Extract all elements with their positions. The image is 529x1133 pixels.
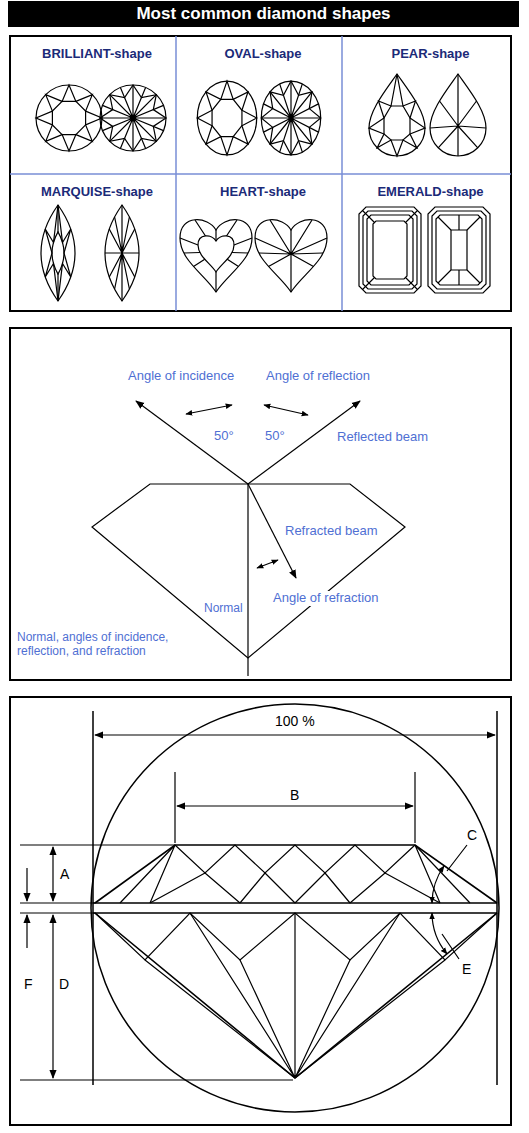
shapes-panel-part-part bbox=[432, 211, 486, 289]
refraction-panel-part bbox=[136, 401, 248, 484]
shapes-panel-part bbox=[359, 207, 421, 293]
shape-label: OVAL-shape bbox=[176, 47, 350, 62]
shapes-panel-part-part bbox=[438, 215, 480, 285]
shapes-panel-part-part bbox=[451, 230, 467, 270]
proportions-panel-part bbox=[95, 913, 497, 1078]
shapes-panel-part-part bbox=[428, 207, 490, 293]
shape-cell: MARQUISE-shape bbox=[10, 174, 184, 311]
beam-label: Reflected beam bbox=[336, 430, 429, 445]
proportions-panel-part bbox=[145, 913, 445, 1078]
shapes-panel-part-part bbox=[45, 205, 71, 301]
shapes-panel-part-part bbox=[436, 215, 482, 285]
proportions-panel-part bbox=[10, 697, 511, 1125]
dimension-label: C bbox=[466, 827, 478, 843]
shapes-panel-part-part bbox=[255, 220, 327, 292]
shapes-panel-part-part bbox=[105, 205, 139, 301]
angle-label: Angle of incidence bbox=[127, 369, 235, 384]
shape-cell: OVAL-shape bbox=[176, 36, 350, 174]
proportions-panel-part bbox=[26, 868, 27, 901]
shapes-panel-part-part bbox=[430, 74, 486, 156]
refraction-panel-part bbox=[186, 405, 232, 414]
beam-label: Refracted beam bbox=[284, 524, 379, 539]
proportions-panel-part bbox=[442, 845, 467, 959]
shapes-panel-part bbox=[180, 220, 252, 292]
shapes-panel-part bbox=[100, 85, 166, 151]
refraction-panel-part bbox=[257, 560, 278, 568]
shapes-panel-part bbox=[369, 74, 425, 156]
shapes-panel-part-part bbox=[369, 74, 425, 156]
shapes-panel-part-part bbox=[57, 205, 58, 301]
shapes-panel-part-part bbox=[105, 205, 139, 301]
normal-label: Normal bbox=[203, 602, 244, 616]
refraction-panel-part bbox=[247, 484, 248, 676]
proportions-panel-part bbox=[93, 711, 497, 1085]
shapes-panel-part-part bbox=[363, 211, 417, 289]
proportions-panel-part bbox=[432, 913, 447, 954]
dimension-label: E bbox=[461, 961, 472, 977]
angle-value: 50° bbox=[213, 429, 235, 444]
dimension-label: A bbox=[59, 866, 70, 882]
proportions-panel-part bbox=[95, 913, 497, 960]
proportions-panel-part bbox=[95, 734, 495, 735]
shape-cell: PEAR-shape bbox=[342, 36, 519, 174]
shapes-panel-part bbox=[10, 36, 511, 311]
shape-label: PEAR-shape bbox=[342, 47, 519, 62]
shapes-panel-part-part bbox=[369, 74, 425, 156]
shapes-panel-part-part bbox=[363, 211, 418, 290]
dimension-label: B bbox=[289, 787, 300, 803]
shapes-panel bbox=[10, 36, 511, 311]
angle-label: Angle of refraction bbox=[272, 591, 380, 606]
refraction-panel bbox=[10, 328, 511, 680]
shapes-panel-part-part bbox=[198, 236, 234, 272]
shapes-panel-part bbox=[105, 205, 139, 301]
proportions-panel-part bbox=[91, 704, 499, 1112]
proportions-panel-part bbox=[52, 847, 53, 901]
proportions-panel-part bbox=[175, 772, 415, 843]
shapes-panel-part bbox=[41, 205, 75, 301]
proportions-panel-part bbox=[26, 915, 27, 948]
shapes-panel-part bbox=[36, 85, 102, 151]
panel-caption: Normal, angles of incidence, reflection,… bbox=[16, 631, 208, 659]
shape-label: BRILLIANT-shape bbox=[10, 47, 184, 62]
shapes-panel-part-part bbox=[384, 106, 410, 140]
shape-cell: BRILLIANT-shape bbox=[10, 36, 184, 174]
shapes-panel-part-part bbox=[359, 207, 421, 293]
dimension-label: F bbox=[23, 976, 34, 992]
proportions-panel-part bbox=[120, 845, 470, 903]
shapes-panel-part bbox=[261, 81, 320, 155]
shapes-panel-part bbox=[255, 220, 327, 292]
shape-label: MARQUISE-shape bbox=[10, 185, 184, 200]
shapes-panel-part-part bbox=[373, 221, 407, 279]
shape-label: HEART-shape bbox=[176, 185, 350, 200]
title-bar: Most common diamond shapes bbox=[8, 1, 519, 27]
refraction-panel-part bbox=[264, 405, 308, 415]
shapes-panel-part bbox=[428, 207, 490, 293]
shape-cell: EMERALD-shape bbox=[342, 174, 519, 311]
shapes-panel-part bbox=[10, 36, 511, 311]
shapes-panel-part bbox=[197, 81, 256, 155]
proportions-panel-part bbox=[175, 845, 415, 873]
proportions-panel-part bbox=[177, 805, 413, 806]
shape-label: EMERALD-shape bbox=[342, 185, 519, 200]
dimension-label: D bbox=[58, 976, 70, 992]
proportions-panel-part bbox=[432, 866, 444, 903]
proportions-panel-part bbox=[95, 845, 497, 903]
shapes-panel-part-part bbox=[255, 220, 327, 292]
proportions-panel-part bbox=[52, 915, 53, 1078]
proportions-panel bbox=[10, 697, 511, 1125]
shapes-panel-part-part bbox=[367, 215, 413, 285]
dimension-label: 100 % bbox=[274, 713, 316, 729]
refraction-panel-part bbox=[10, 328, 511, 680]
shape-cell: HEART-shape bbox=[176, 174, 350, 311]
shapes-panel-part-part bbox=[180, 220, 252, 292]
shapes-panel-part-part bbox=[41, 205, 75, 301]
angle-label: Angle of reflection bbox=[265, 369, 371, 384]
shapes-panel-part bbox=[430, 74, 486, 156]
shapes-panel-part-part bbox=[430, 74, 486, 156]
shapes-panel-part-part bbox=[180, 220, 252, 292]
proportions-panel-part bbox=[93, 903, 497, 913]
angle-value: 50° bbox=[264, 429, 286, 444]
